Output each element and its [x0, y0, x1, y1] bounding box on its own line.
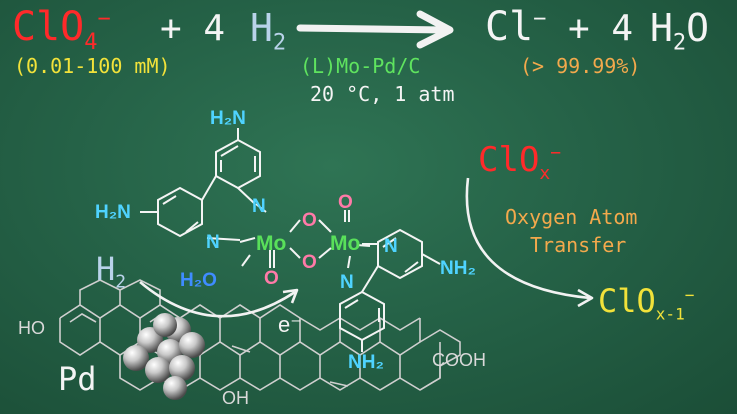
peroxo-top: O — [302, 210, 317, 231]
oat-line1: Oxygen Atom — [505, 205, 638, 229]
molybdenum-left: Mo — [256, 232, 287, 255]
hydroxyl-left: HO — [18, 318, 45, 338]
oat-line2: Transfer — [530, 233, 627, 257]
pyridine-n3: N — [384, 236, 398, 257]
hydroxyl-bottom: OH — [222, 388, 249, 408]
catalyst-label: (L)Mo-Pd/C — [300, 54, 421, 78]
clox-minus-one-label: ClOx-1− — [598, 282, 695, 324]
amine-right: NH₂ — [440, 258, 476, 279]
water-label: H2O — [650, 6, 710, 56]
oxo-bottom: O — [264, 268, 279, 289]
pyridine-n4: N — [340, 272, 354, 293]
amine-top: H₂N — [210, 108, 246, 129]
amine-bottom: NH₂ — [348, 352, 384, 373]
hydrogen-label: H2 — [250, 6, 287, 56]
clox-label: ClOx− — [478, 140, 562, 184]
pd-nanoparticle — [123, 313, 205, 400]
electron-label: e⁻ — [278, 312, 302, 337]
carbon-support — [59, 279, 461, 391]
ligand-bonds — [140, 128, 441, 352]
perchlorate-label: ClO4− — [12, 4, 111, 55]
molybdenum-right: Mo — [330, 232, 361, 255]
aqua-ligand: H₂O — [180, 270, 217, 291]
plus-four-water: + 4 — [568, 8, 634, 49]
amine-left: H₂N — [95, 202, 131, 223]
pyridine-n2: N — [206, 232, 220, 253]
oxygen-transfer-arrow — [465, 177, 594, 308]
pd-label: Pd — [58, 360, 97, 398]
carboxyl-group: COOH — [432, 350, 486, 370]
pyridine-n1: N — [252, 196, 266, 217]
chloride-label: Cl− — [485, 4, 547, 50]
reaction-arrow — [296, 10, 454, 49]
plus-four-hydrogen: + 4 — [160, 8, 226, 49]
temperature-pressure: 20 °C, 1 atm — [310, 82, 455, 106]
h2-to-electron-arrow — [139, 281, 299, 318]
oxo-top: O — [338, 192, 353, 213]
concentration-range: (0.01-100 mM) — [14, 54, 171, 78]
conversion-label: (> 99.99%) — [520, 54, 641, 78]
peroxo-bottom: O — [302, 252, 317, 273]
h2-gas-label: H2 — [96, 250, 127, 293]
